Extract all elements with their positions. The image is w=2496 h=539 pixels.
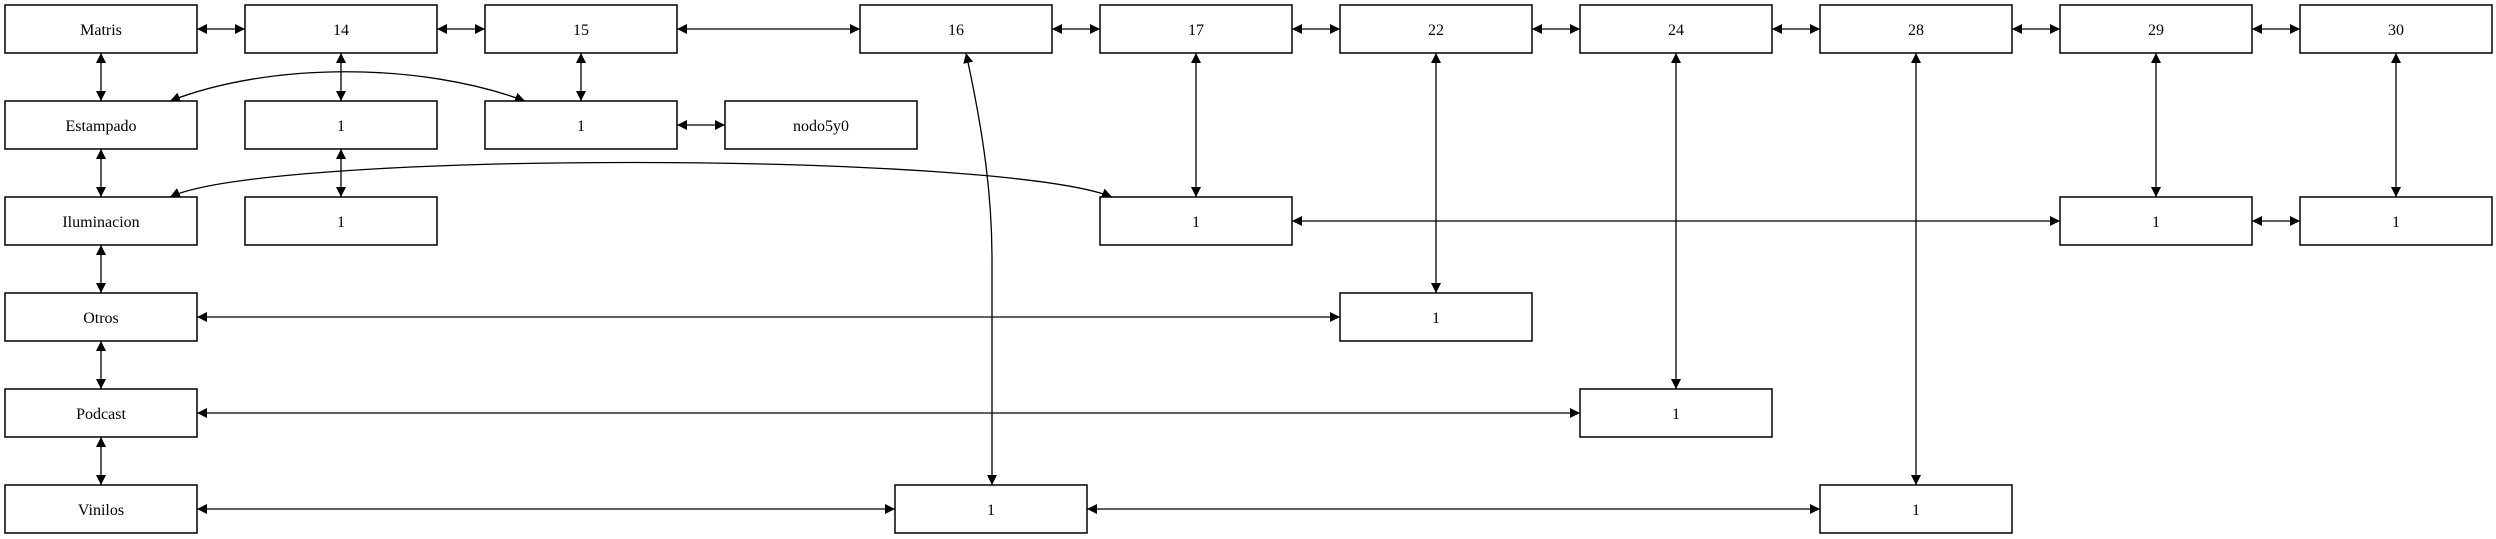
node-column-22: 22 bbox=[1339, 4, 1533, 54]
svg-text:1: 1 bbox=[2152, 214, 2160, 231]
svg-text:14: 14 bbox=[333, 22, 349, 39]
svg-text:1: 1 bbox=[337, 214, 345, 231]
svg-text:nodo5y0: nodo5y0 bbox=[793, 118, 849, 135]
node-row-iluminacion: Iluminacion bbox=[4, 196, 198, 246]
node-otros-22: 1 bbox=[1339, 292, 1533, 342]
node-column-14: 14 bbox=[244, 4, 438, 54]
node-vinilos-16: 1 bbox=[894, 484, 1088, 534]
node-column-28: 28 bbox=[1819, 4, 2013, 54]
node-row-vinilos: Vinilos bbox=[4, 484, 198, 534]
node-row-podcast: Podcast bbox=[4, 388, 198, 438]
svg-text:Podcast: Podcast bbox=[76, 406, 126, 423]
node-nodo5y0: nodo5y0 bbox=[724, 100, 918, 150]
node-column-16: 16 bbox=[859, 4, 1053, 54]
edge-iluminacion-ilu17 bbox=[169, 161, 1113, 198]
svg-text:28: 28 bbox=[1908, 22, 1924, 39]
svg-text:15: 15 bbox=[573, 22, 589, 39]
edge-16-vin16 bbox=[963, 52, 997, 485]
svg-text:1: 1 bbox=[577, 118, 585, 135]
svg-text:17: 17 bbox=[1188, 22, 1204, 39]
edges bbox=[96, 24, 2401, 514]
node-iluminacion-29: 1 bbox=[2059, 196, 2253, 246]
node-column-30: 30 bbox=[2299, 4, 2493, 54]
edge-estampado-est15 bbox=[169, 71, 526, 103]
svg-text:29: 29 bbox=[2148, 22, 2164, 39]
svg-text:Otros: Otros bbox=[83, 310, 119, 327]
svg-text:30: 30 bbox=[2388, 22, 2404, 39]
svg-text:Matris: Matris bbox=[80, 22, 122, 39]
svg-text:1: 1 bbox=[1672, 406, 1680, 423]
node-column-15: 15 bbox=[484, 4, 678, 54]
svg-text:1: 1 bbox=[1192, 214, 1200, 231]
node-row-estampado: Estampado bbox=[4, 100, 198, 150]
node-column-24: 24 bbox=[1579, 4, 1773, 54]
node-estampado-15: 1 bbox=[484, 100, 678, 150]
node-podcast-24: 1 bbox=[1579, 388, 1773, 438]
svg-text:1: 1 bbox=[1432, 310, 1440, 327]
node-matris: Matris bbox=[4, 4, 198, 54]
svg-text:24: 24 bbox=[1668, 22, 1684, 39]
node-iluminacion-30: 1 bbox=[2299, 196, 2493, 246]
svg-text:16: 16 bbox=[948, 22, 964, 39]
svg-text:1: 1 bbox=[2392, 214, 2400, 231]
node-vinilos-28: 1 bbox=[1819, 484, 2013, 534]
svg-text:22: 22 bbox=[1428, 22, 1444, 39]
svg-text:Estampado: Estampado bbox=[65, 118, 136, 135]
svg-text:1: 1 bbox=[337, 118, 345, 135]
svg-text:1: 1 bbox=[987, 502, 995, 519]
svg-text:Vinilos: Vinilos bbox=[78, 502, 124, 519]
node-row-otros: Otros bbox=[4, 292, 198, 342]
node-column-17: 17 bbox=[1099, 4, 1293, 54]
node-column-29: 29 bbox=[2059, 4, 2253, 54]
svg-text:1: 1 bbox=[1912, 502, 1920, 519]
node-estampado-14: 1 bbox=[244, 100, 438, 150]
node-iluminacion-17: 1 bbox=[1099, 196, 1293, 246]
node-iluminacion-14: 1 bbox=[244, 196, 438, 246]
svg-text:Iluminacion: Iluminacion bbox=[62, 214, 139, 231]
